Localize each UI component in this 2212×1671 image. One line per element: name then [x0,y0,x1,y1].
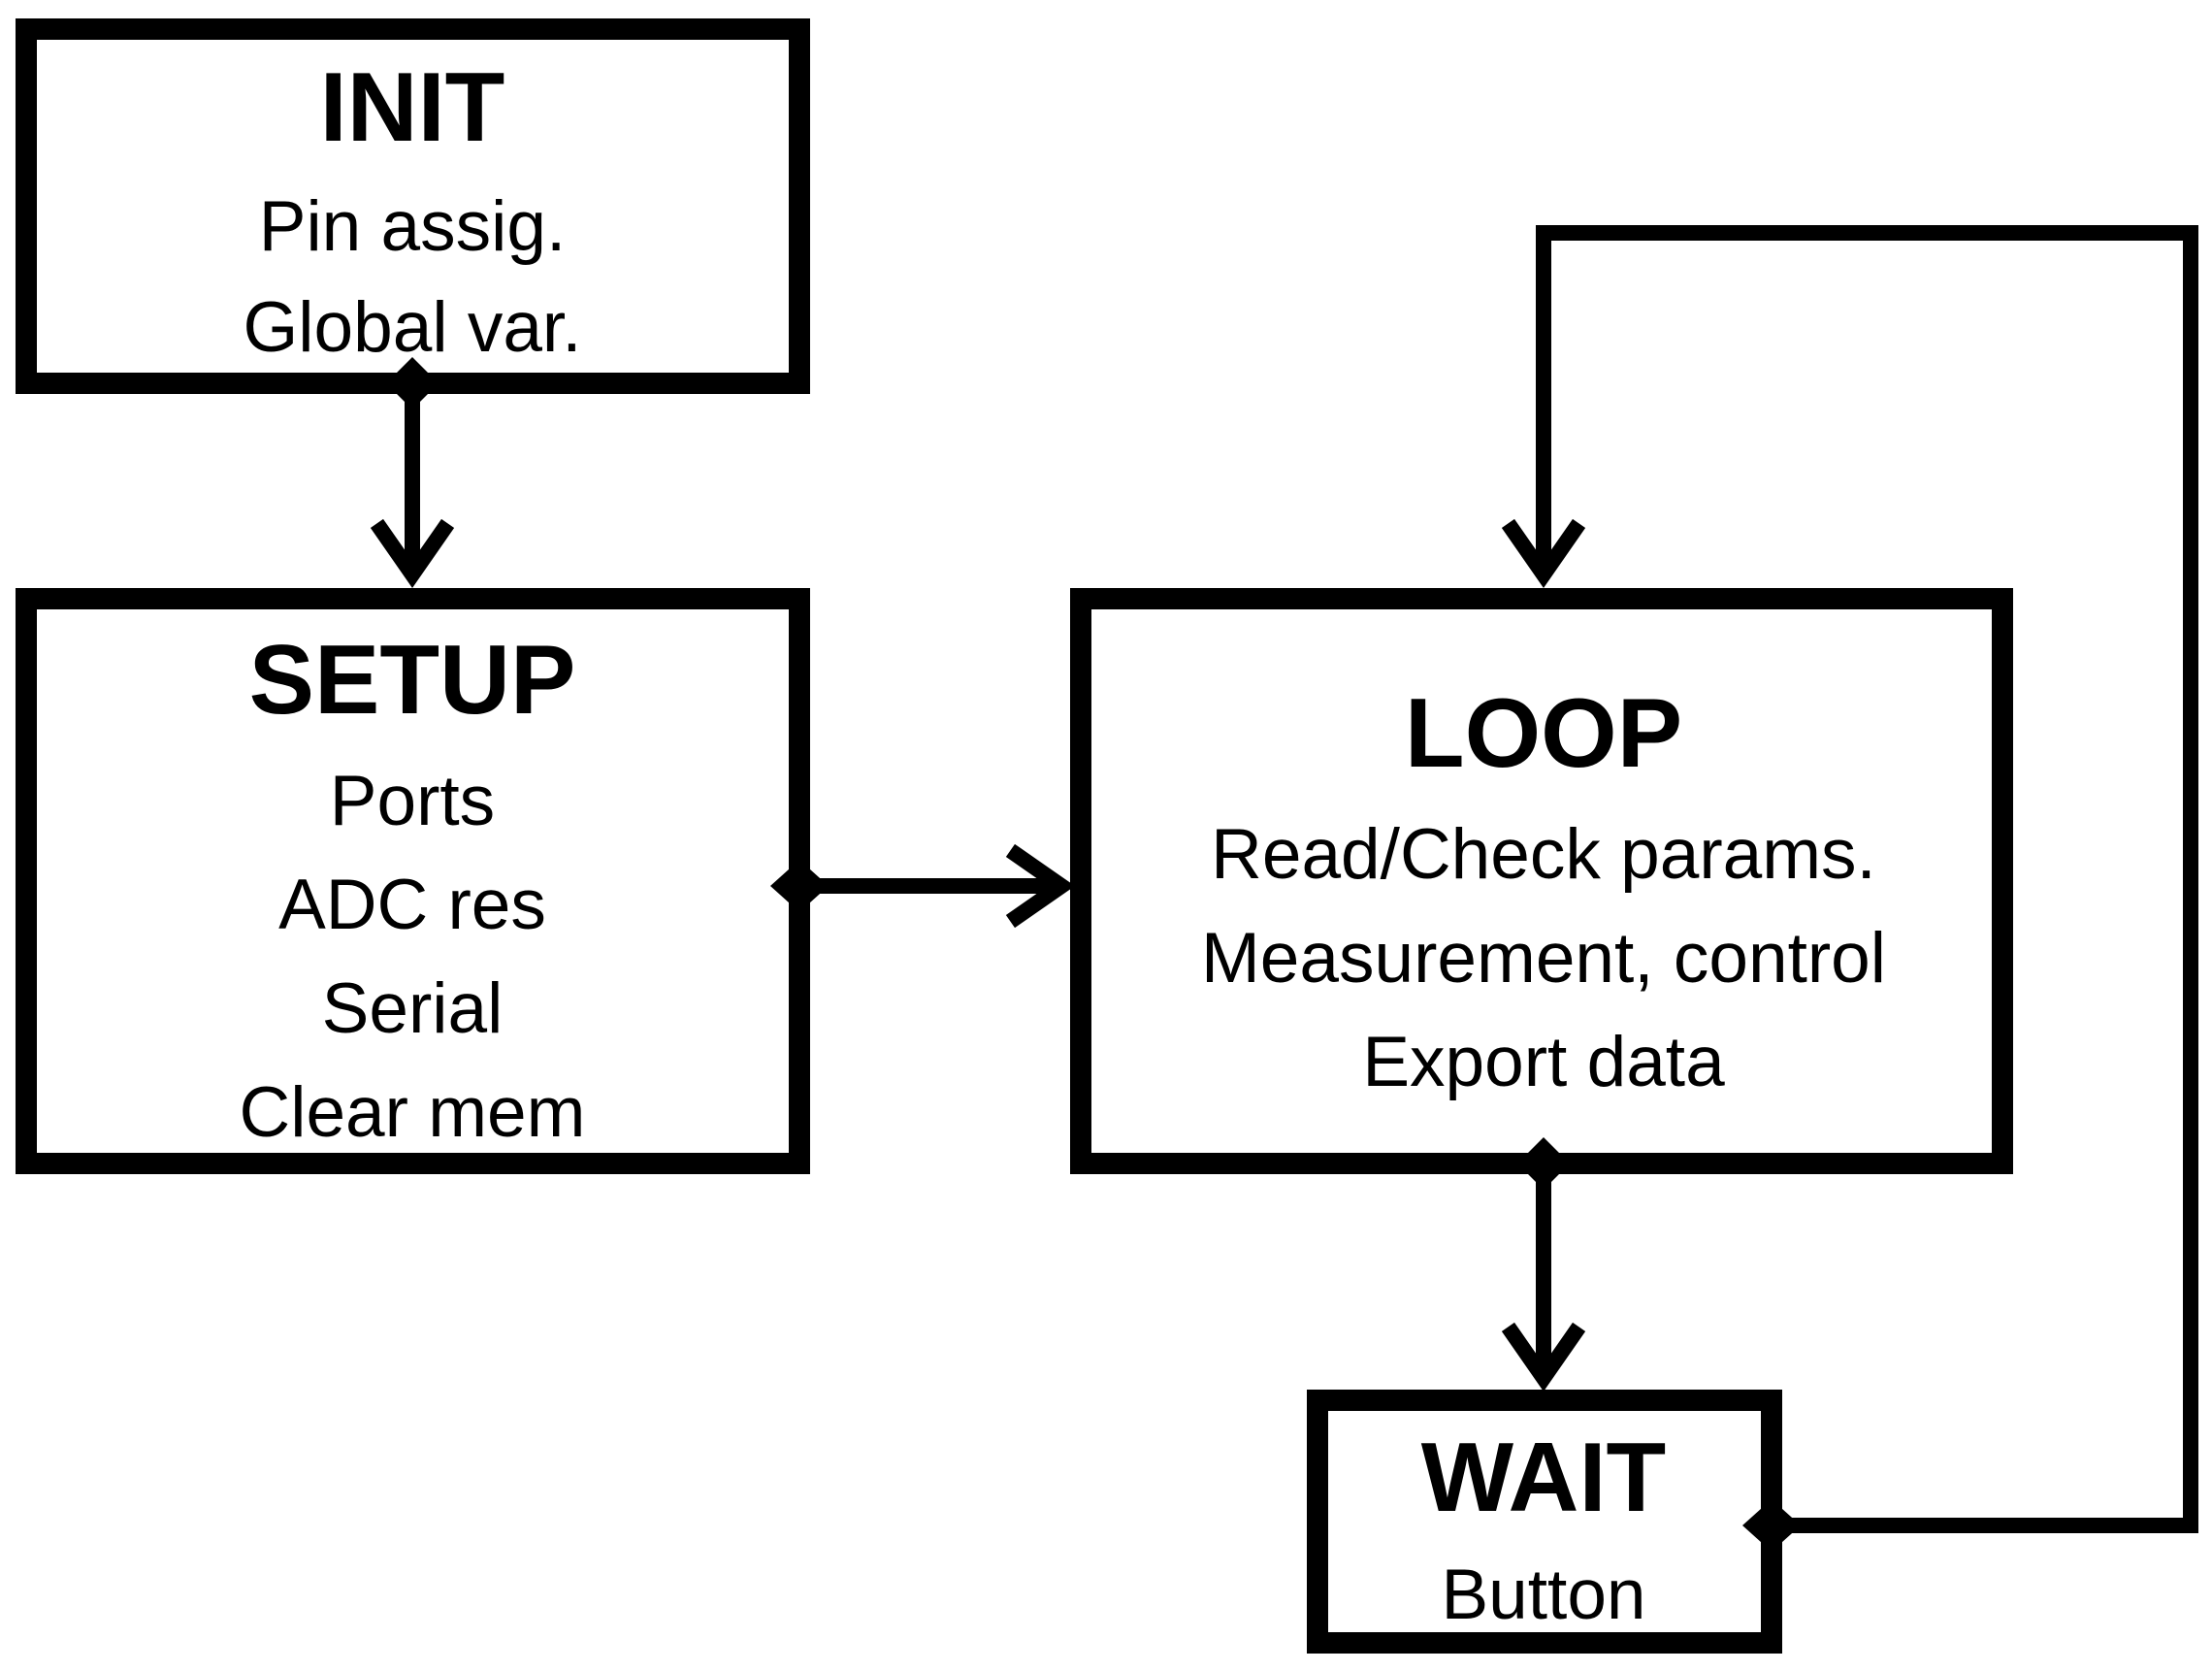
edge-wait-to-loop [1501,225,2198,1552]
arrowhead [370,518,455,589]
setup-line-1: Ports [330,762,495,840]
loop-node: LOOP Read/Check params. Measurement, con… [1070,588,2013,1174]
wait-node: WAIT Button [1307,1390,1782,1654]
init-node: INIT Pin assig. Global var. [16,18,810,394]
init-line-2: Global var. [244,288,582,367]
wait-title: WAIT [1421,1424,1666,1532]
edge-setup-to-loop [770,843,1076,929]
setup-node: SETUP Ports ADC res Serial Clear mem [16,588,810,1174]
loop-line-2: Measurement, control [1201,919,1886,998]
init-title: INIT [320,53,505,162]
arrowhead [1501,518,1586,589]
wait-line-1: Button [1441,1556,1645,1634]
diamond-connector [386,357,439,410]
diamond-connector [1517,1137,1570,1190]
diamond-connector [770,860,829,912]
init-line-1: Pin assig. [259,187,567,266]
loop-line-3: Export data [1362,1023,1725,1101]
loop-line-1: Read/Check params. [1211,815,1876,894]
setup-line-4: Clear mem [240,1073,586,1152]
diamond-connector [1742,1499,1801,1552]
arrowhead [1501,1322,1586,1392]
connector-line [1536,225,2198,1533]
setup-line-3: Serial [322,969,504,1048]
loop-title: LOOP [1405,679,1682,788]
edge-init-to-setup [370,357,455,589]
edge-loop-to-wait [1501,1137,1586,1392]
arrowhead [1005,843,1076,929]
setup-title: SETUP [249,626,576,735]
setup-line-2: ADC res [278,866,546,944]
